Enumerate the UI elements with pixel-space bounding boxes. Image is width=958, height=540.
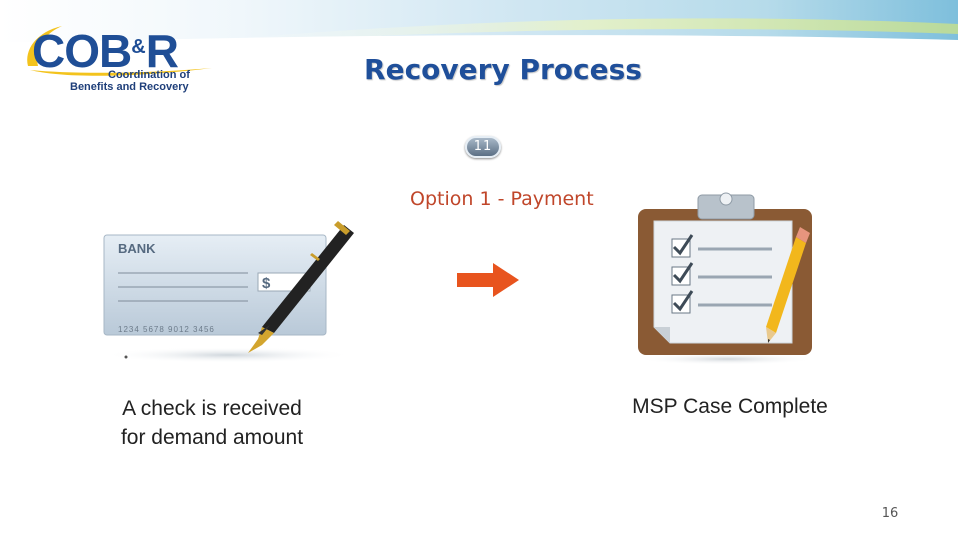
option-label: Option 1 - Payment bbox=[410, 188, 594, 210]
page-number: 16 bbox=[881, 506, 899, 521]
step-number-badge: 11 bbox=[465, 136, 501, 158]
logo-tagline-line2: Benefits and Recovery bbox=[70, 81, 189, 93]
pencil-icon bbox=[766, 227, 810, 343]
case-complete-caption: MSP Case Complete bbox=[632, 395, 828, 418]
slide-title: Recovery Process bbox=[364, 53, 642, 86]
header-band bbox=[0, 0, 958, 60]
bank-check-icon: BANK $ 1234 5678 9012 3456 bbox=[103, 221, 354, 363]
cobr-logo: COB&R Coordination of Benefits and Recov… bbox=[22, 18, 217, 98]
check-account-numbers: 1234 5678 9012 3456 bbox=[118, 325, 215, 334]
logo-wordmark: COB&R bbox=[32, 25, 179, 77]
right-arrow-icon bbox=[457, 263, 519, 297]
check-bank-label: BANK bbox=[118, 241, 156, 256]
check-received-caption: A check is received for demand amount bbox=[120, 397, 304, 449]
logo-swoosh-icon bbox=[27, 26, 212, 76]
checklist-clipboard-icon bbox=[637, 192, 817, 365]
check-dollar-sign: $ bbox=[262, 275, 271, 292]
fountain-pen-icon bbox=[248, 221, 354, 353]
logo-tagline-line1: Coordination of bbox=[108, 69, 190, 81]
